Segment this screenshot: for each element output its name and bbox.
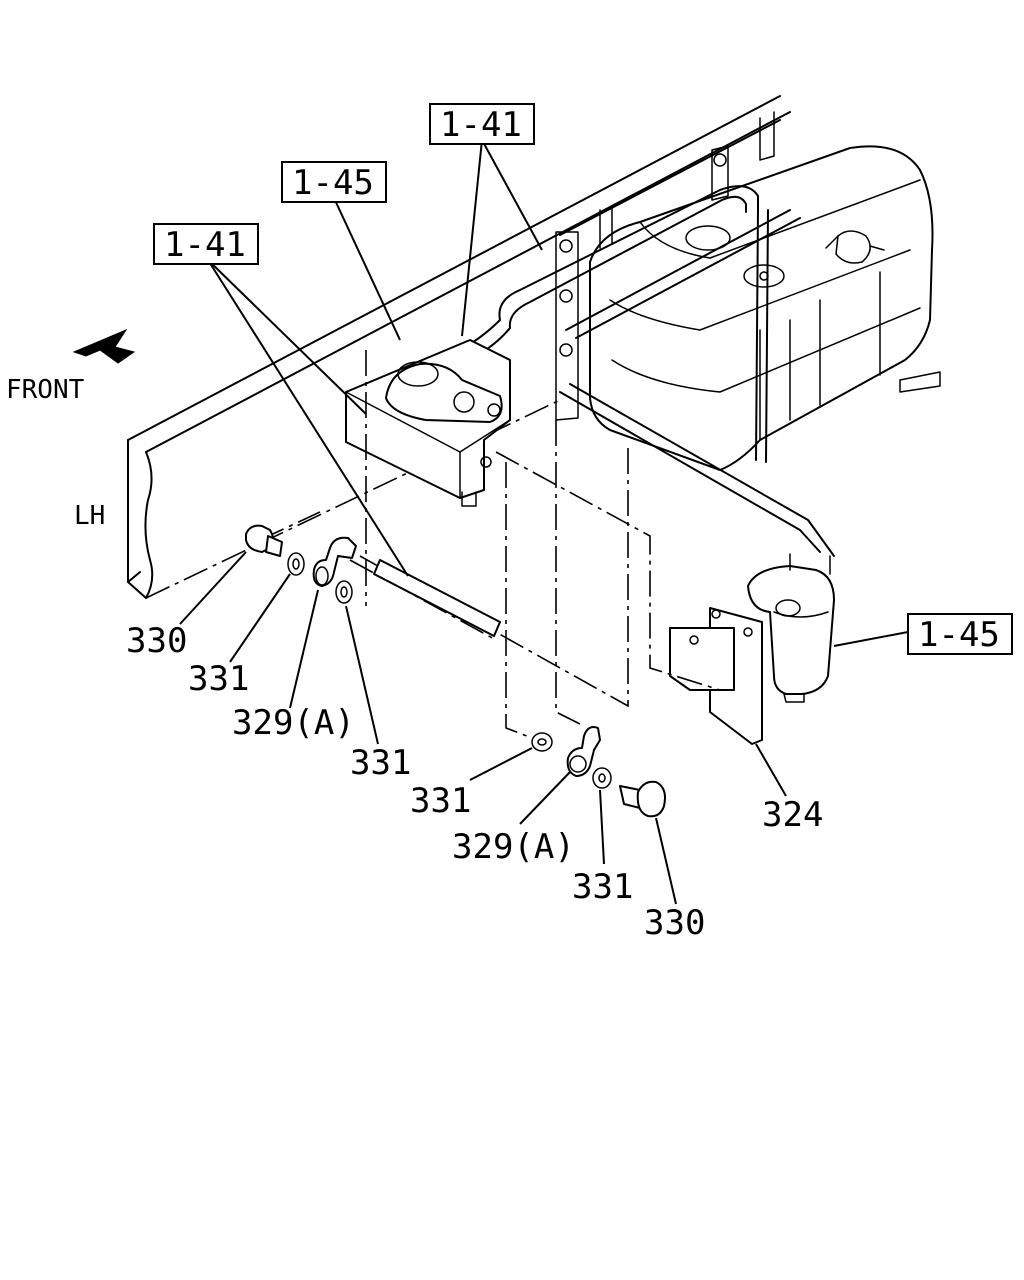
part-number-331: 331 [350, 743, 411, 783]
reference-label: 1-41 [164, 225, 246, 265]
part-number-331: 331 [188, 659, 249, 699]
reference-label: 1-41 [440, 105, 522, 145]
leader-lines [179, 139, 909, 905]
fuel-filter-assembly [669, 553, 835, 745]
part-number-331: 331 [410, 781, 471, 821]
reference-label: 1-45 [918, 615, 1000, 655]
reference-box-right: 1-45 [907, 613, 1013, 655]
part-number-330: 330 [644, 903, 705, 943]
reference-box-left: 1-41 [153, 223, 259, 265]
reference-box-top: 1-41 [429, 103, 535, 145]
part-number-329a: 329(A) [232, 703, 355, 743]
front-arrow-icon [72, 328, 136, 364]
reference-box-mid: 1-45 [281, 161, 387, 203]
part-number-324: 324 [762, 795, 823, 835]
lh-label: LH [74, 501, 105, 531]
part-number-330: 330 [126, 621, 187, 661]
part-number-329a: 329(A) [452, 827, 575, 867]
front-label: FRONT [6, 375, 85, 405]
fuel-filter-head [345, 339, 511, 507]
frame-rail [127, 95, 791, 599]
fuel-pipes [455, 185, 835, 557]
fuel-tank [555, 111, 941, 471]
reference-label: 1-45 [292, 163, 374, 203]
part-number-331: 331 [572, 867, 633, 907]
hardware-parts [245, 524, 666, 818]
